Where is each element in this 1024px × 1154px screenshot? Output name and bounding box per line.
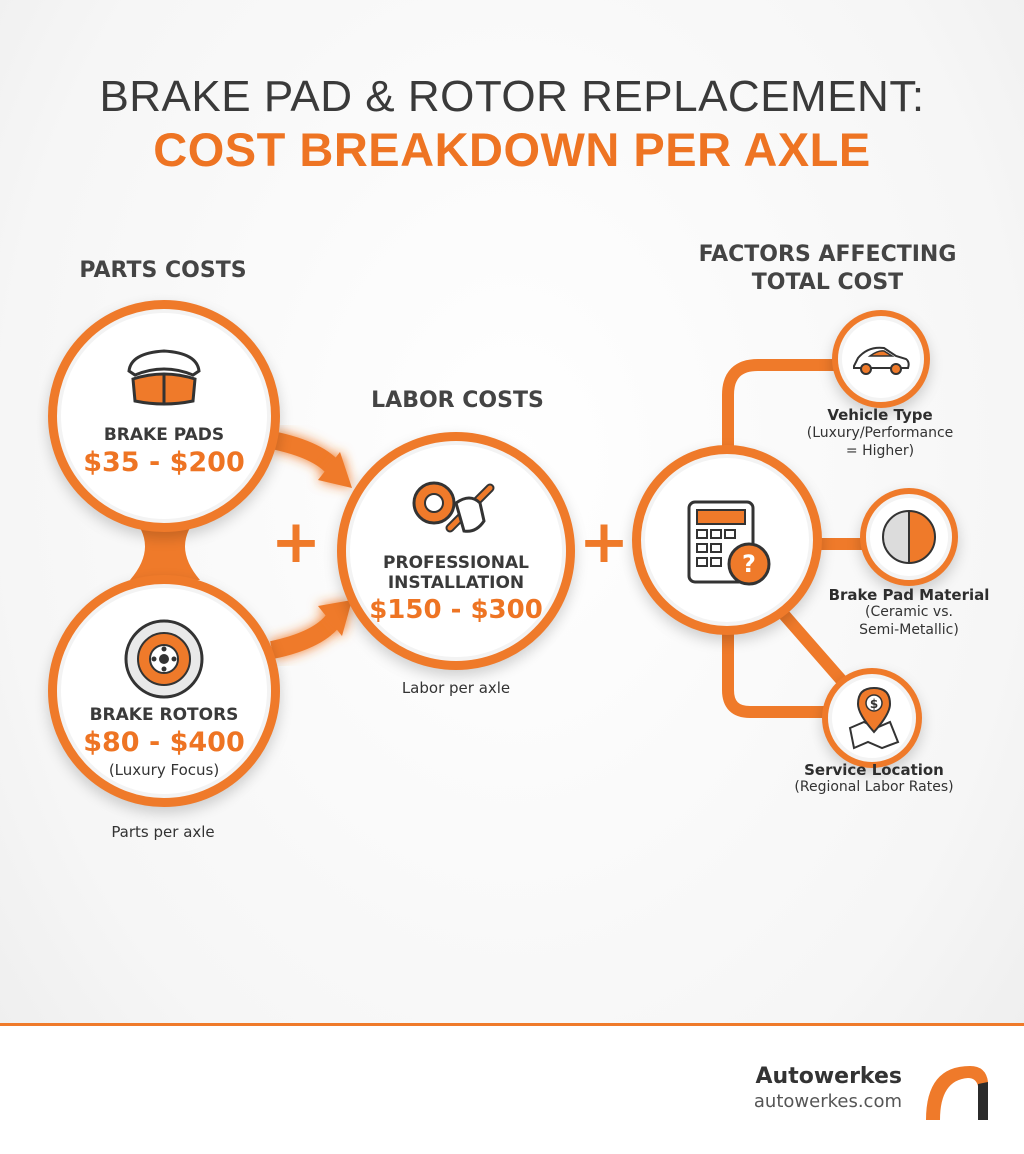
brake-pad-material-sub-1: (Ceramic vs. (865, 604, 953, 620)
car-icon (853, 346, 910, 375)
brake-pads-price: $35 - $200 (83, 447, 245, 478)
arrowhead-pads (318, 452, 352, 488)
factors-heading-line-2: TOTAL COST (751, 270, 904, 295)
title-line-2: COST BREAKDOWN PER AXLE (153, 123, 871, 176)
connector-location-loop (722, 614, 836, 718)
labor-label-line-1: PROFESSIONAL (383, 553, 529, 573)
arrow-rotors-to-labor (270, 612, 343, 659)
vehicle-type-sub-1: (Luxury/Performance (806, 425, 954, 441)
vehicle-circle (832, 310, 930, 408)
title-line-1: BRAKE PAD & ROTOR REPLACEMENT: (99, 72, 925, 121)
labor-label-line-2: INSTALLATION (387, 573, 525, 593)
arrow-pads-to-labor (270, 431, 343, 476)
location-circle: $ (822, 668, 922, 768)
brake-pad-material-title: Brake Pad Material (828, 586, 990, 604)
brand-logo-icon (926, 1066, 988, 1120)
brake-pad-material-sub-2: Semi-Metallic) (859, 622, 959, 638)
brand-url: autowerkes.com (753, 1091, 902, 1112)
brake-rotors-note: (Luxury Focus) (108, 761, 220, 779)
factors-heading-line-1: FACTORS AFFECTING (698, 242, 957, 267)
service-location-title: Service Location (804, 761, 944, 779)
brake-pads-circle: BRAKE PADS $35 - $200 (48, 300, 280, 532)
footer (0, 1026, 1024, 1154)
brake-rotors-price: $80 - $400 (83, 727, 245, 758)
vehicle-type-title: Vehicle Type (827, 406, 933, 424)
connector-vehicle (722, 359, 846, 476)
calculator-icon: ? (687, 500, 771, 586)
factors-circle: ? (632, 445, 822, 635)
vehicle-type-sub-2: = Higher) (845, 443, 915, 459)
labor-heading: LABOR COSTS (371, 388, 544, 413)
brake-pad-icon (127, 349, 201, 406)
svg-text:?: ? (742, 550, 756, 578)
map-pin-icon: $ (848, 686, 900, 750)
brake-pads-label: BRAKE PADS (103, 425, 225, 445)
arrowhead-rotors (318, 600, 352, 636)
labor-circle: PROFESSIONAL INSTALLATION $150 - $300 (337, 432, 575, 670)
labor-caption: Labor per axle (401, 679, 511, 697)
plus-sign-2: + (578, 507, 630, 577)
brake-rotors-circle: BRAKE ROTORS $80 - $400 (Luxury Focus) (48, 575, 280, 807)
wrench-hand-icon (412, 481, 495, 533)
material-icon (882, 509, 936, 565)
svg-text:$: $ (870, 697, 878, 711)
plus-sign-1: + (270, 507, 322, 577)
connector-location-diag (774, 604, 856, 696)
parts-caption: Parts per axle (111, 823, 215, 841)
brake-rotors-label: BRAKE ROTORS (89, 705, 239, 725)
labor-price: $150 - $300 (369, 595, 543, 625)
service-location-sub: (Regional Labor Rates) (794, 779, 954, 795)
brand-name: Autowerkes (755, 1064, 902, 1089)
parts-heading: PARTS COSTS (79, 258, 247, 283)
material-circle (860, 488, 958, 586)
footer-divider (0, 1023, 1024, 1026)
brake-rotor-icon (124, 619, 204, 699)
